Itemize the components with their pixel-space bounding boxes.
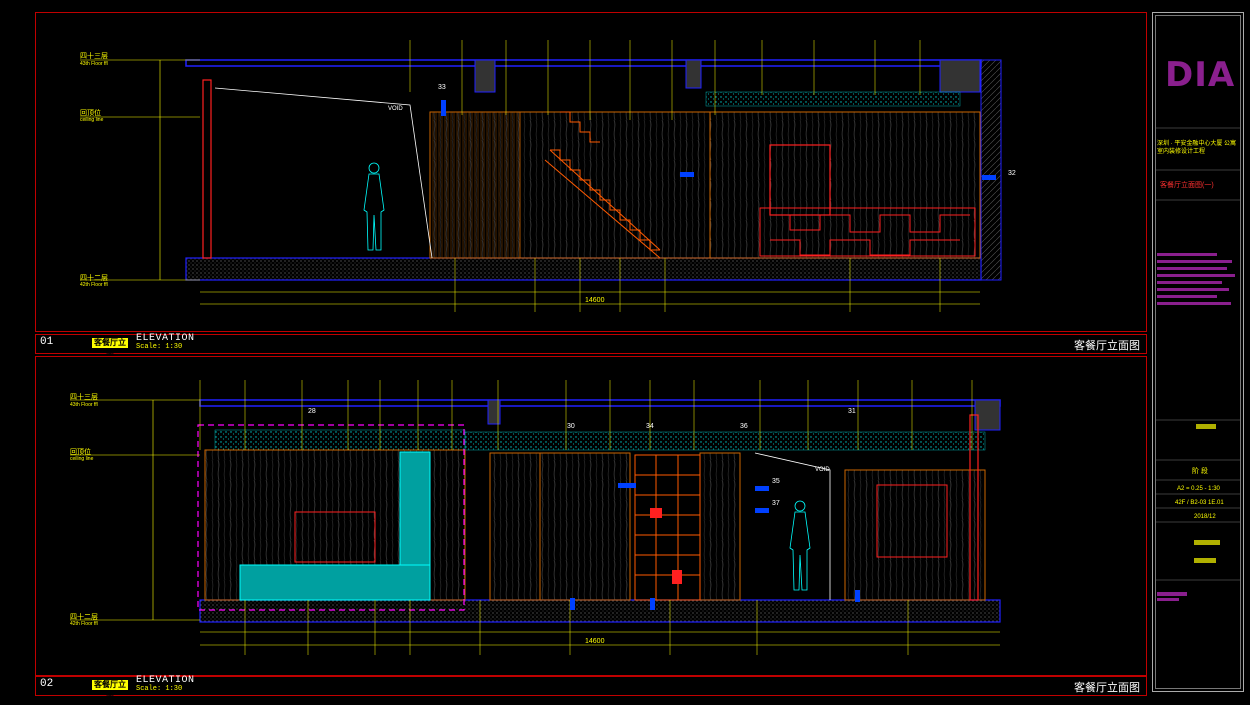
callout-28: 28 [308,408,316,415]
d2-level-ceil-en: ceiling line [70,456,94,462]
sheet-title: 客餐厅立面图(一) [1160,182,1214,189]
d1-level-bot-en: 42th Floor ffl [80,282,108,288]
d2-level-top-en: 43th Floor ffl [70,402,98,408]
drawing-1-chinese-name: 客餐厅立面图 [1074,340,1140,352]
title-block-lines [1155,127,1240,581]
drawing-1-frame [35,12,1147,332]
title-block [1152,12,1244,692]
d1-level-top-cn: 四十三层 [80,53,108,60]
d2-level-bot-cn: 四十二层 [70,614,98,621]
date-value: 2018/12 [1194,514,1216,520]
d1-level-top-en: 43th Floor ffl [80,61,108,67]
d2-level-ceil-cn: 回顶位 [70,449,91,456]
drawing-2-number: 02 [40,678,54,690]
drawing-2-tag: 客餐厅立面 [92,680,128,699]
d2-overall-dimension: 14600 [585,638,605,645]
callout-31: 31 [848,408,856,415]
d1-level-ceil-en: ceiling line [80,117,104,123]
callout-35: 35 [772,478,780,485]
title-block-notes [1157,253,1235,601]
d2-level-top-cn: 四十三层 [70,394,98,401]
callout-30: 30 [567,423,575,430]
drawing-2 [70,380,1001,655]
sheet-number: 42F / B2-03 1E.01 [1175,500,1224,506]
drawing-1-title-strip: 01 客餐厅立面 ELEVATION Scale: 1:30 客餐厅立面图 [35,333,1147,357]
d2-level-bot-en: 42th Floor ffl [70,621,98,627]
d1-level-bot-cn: 四十二层 [80,275,108,282]
callout-36: 36 [740,423,748,430]
project-name: 深圳 · 平安金融中心大厦 公寓室内装修设计工程 [1157,141,1236,155]
d1-void-note: VOID [388,106,403,112]
drawing-1-tag: 客餐厅立面 [92,338,128,357]
drawing-2-title: ELEVATION [136,675,195,686]
drawing-2-title-strip: 02 客餐厅立面 ELEVATION Scale: 1:30 客餐厅立面图 [35,675,1147,699]
d1-overall-dimension: 14600 [585,297,605,304]
drawing-2-scale: Scale: 1:30 [136,685,183,693]
callout-37: 37 [772,500,780,507]
stage-label: 阶 段 [1192,468,1208,475]
drawing-1 [80,40,1002,312]
company-logo: DIA [1165,55,1236,95]
callout-33: 33 [438,84,446,91]
d1-level-ceil-cn: 回顶位 [80,110,101,117]
drawing-1-number: 01 [40,336,54,348]
callout-32: 32 [1008,170,1016,177]
scale-value: A2 = 0.25 - 1:30 [1177,486,1220,492]
d2-void-note: VOID [815,467,830,473]
drawing-2-frame [35,356,1147,676]
drawing-2-chinese-name: 客餐厅立面图 [1074,682,1140,694]
title-block-inner [1155,15,1241,689]
drawing-1-title: ELEVATION [136,333,195,344]
drawing-1-scale: Scale: 1:30 [136,343,183,351]
